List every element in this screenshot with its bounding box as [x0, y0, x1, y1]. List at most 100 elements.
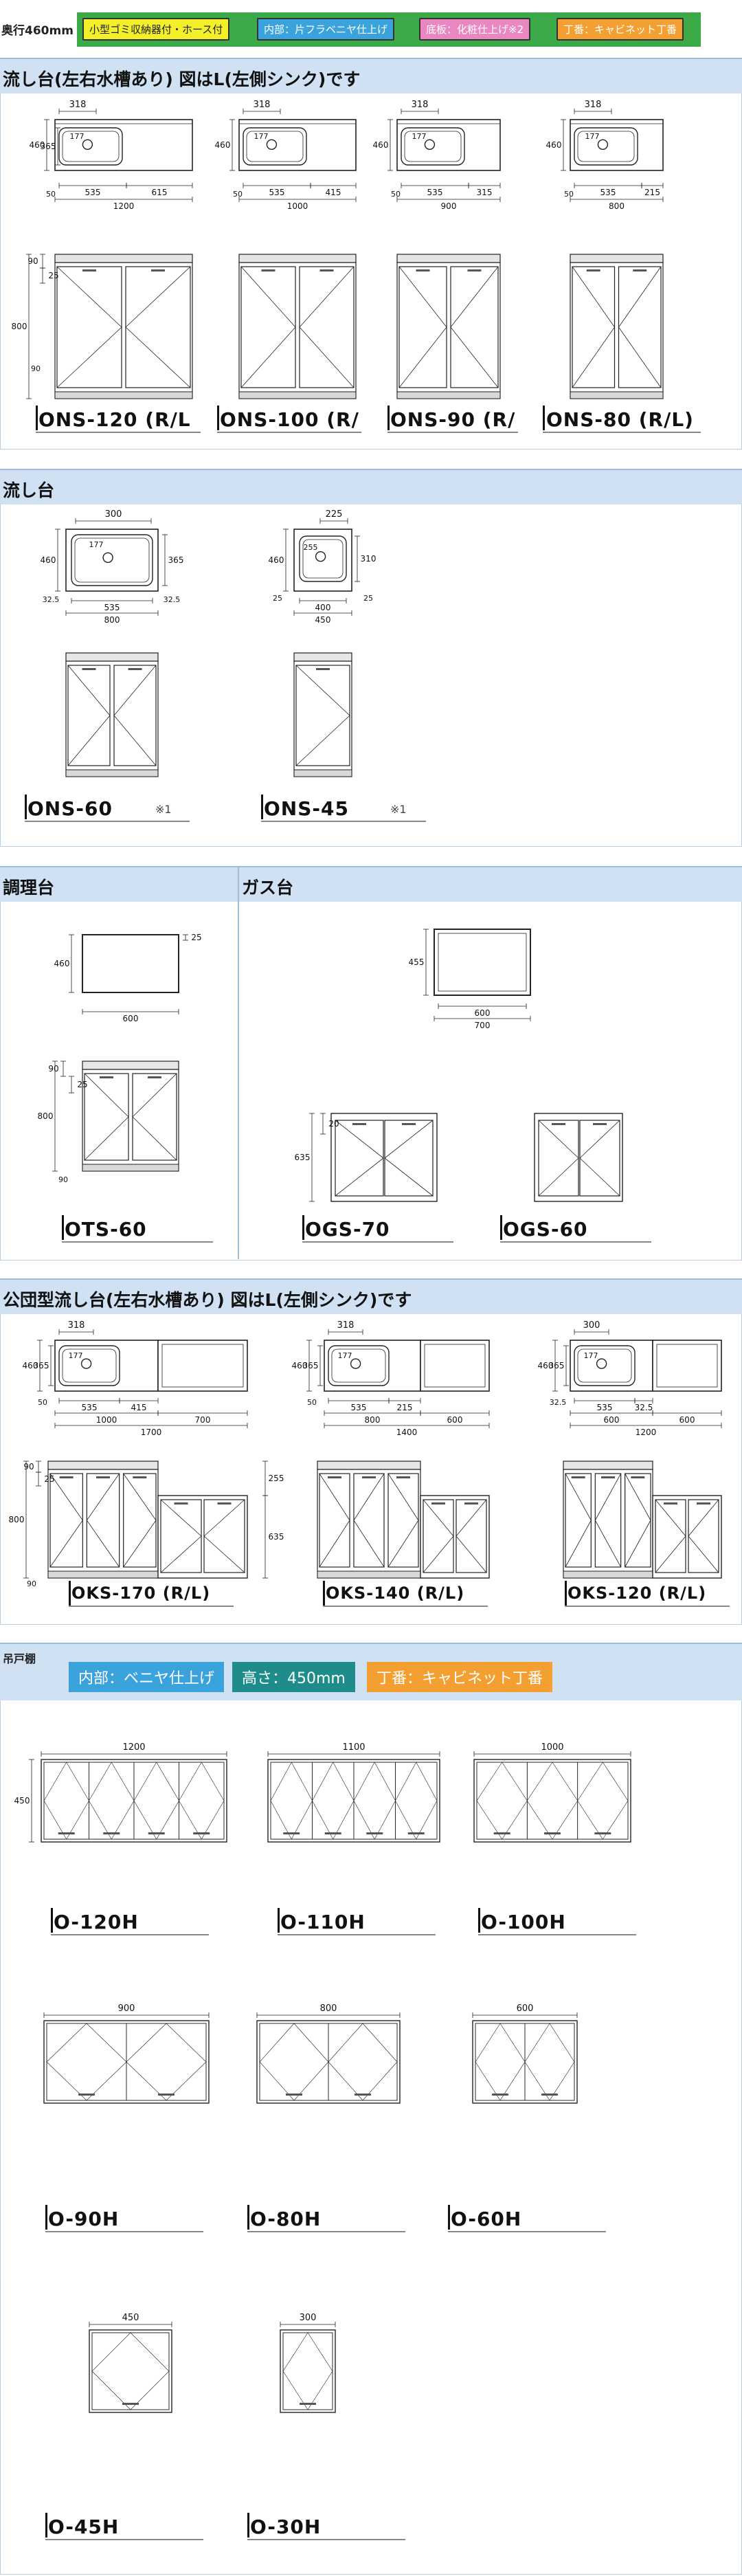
drawing-line [579, 1157, 620, 1197]
dimension-label: 800 [609, 201, 625, 211]
model-bar [247, 2205, 249, 2230]
drawing-line [353, 1762, 375, 1801]
door-handle [352, 1123, 366, 1125]
dimension-label: 450 [14, 1796, 30, 1806]
dimension-label: 1200 [636, 1428, 657, 1437]
section4-band: 公団型流し台(左右水槽あり) 図はL(左側シンク)です [0, 1278, 742, 1314]
drawing-line [203, 1535, 245, 1573]
cabinet-door [125, 266, 191, 388]
door-handle [151, 269, 165, 271]
section3-band: 調理台 ガス台 [0, 866, 742, 903]
cabinet-door [387, 1473, 419, 1568]
dimension-label: 50 [564, 190, 574, 199]
cabinet-door [618, 266, 662, 388]
s2-model-1: ONS-60 [27, 797, 113, 820]
drain-icon [350, 1358, 361, 1369]
dimension-label: 535 [597, 1403, 613, 1412]
dimension-label: 310 [361, 554, 376, 564]
drawing-line [67, 715, 111, 766]
drawing-line [594, 1473, 622, 1521]
s5-tag-hinge: 丁番：キャビネット丁番 [367, 1662, 553, 1692]
dimension-label: 535 [82, 1403, 98, 1412]
door-handle [633, 269, 647, 271]
dimension-label: 615 [152, 188, 168, 197]
dimension-label: 50 [233, 190, 243, 199]
door-handle [158, 2094, 175, 2096]
s5-model-8: O-30H [250, 2516, 322, 2538]
cabinet-plinth [563, 1570, 653, 1579]
drawing-line [160, 1499, 202, 1537]
sink-bowl [401, 127, 465, 166]
drawing-line [398, 326, 447, 388]
drawing-line [319, 1473, 350, 1521]
dimension-label: 535 [85, 188, 101, 197]
drawing-line [475, 2023, 501, 2063]
s4-model-2: OKS-140 (R/L) [326, 1584, 465, 1603]
work-top-plan-inner [424, 1344, 486, 1388]
door-handle [416, 269, 430, 271]
drawing-line [307, 2332, 333, 2372]
dimension-label: 460 [373, 140, 389, 150]
sink-bowl [299, 535, 347, 582]
cabinet-door [335, 1120, 384, 1197]
door-handle [664, 1502, 677, 1504]
drawing-line [577, 1762, 603, 1801]
drawing-line [618, 326, 662, 388]
s5-tag-height: 高さ：450mm [232, 1662, 355, 1692]
dimension-label: 318 [254, 100, 271, 110]
dimension-label: 50 [38, 1398, 47, 1407]
dimension-label: 600 [447, 1415, 463, 1425]
drawing-line [291, 1762, 313, 1801]
door-handle [593, 1123, 607, 1125]
drawing-line [299, 266, 355, 328]
cabinet-door [423, 1499, 454, 1573]
model-line [387, 432, 518, 433]
dimension-label: 1100 [342, 1742, 365, 1753]
dimension-label: 90 [27, 256, 38, 266]
header: 奥行460mm 小型ゴミ収納器付・ホース付 内部：片フラベニヤ仕上げ 底板：化粧… [0, 0, 742, 55]
dimension-label: 177 [338, 1351, 352, 1360]
dimension-label: 90 [27, 1579, 36, 1588]
model-line [45, 2231, 203, 2232]
dimension-label: 800 [365, 1415, 381, 1425]
drawing-line [89, 1762, 112, 1801]
section1-band: 流し台(左右水槽あり) 図はL(左側シンク)です [0, 58, 742, 93]
dimension-label: 32.5 [550, 1398, 567, 1407]
model-line [51, 1934, 209, 1935]
section3-column-divider [238, 902, 239, 1259]
sink-bowl [58, 1345, 120, 1386]
dimension-label: 400 [315, 603, 331, 612]
door-handle [601, 1476, 615, 1478]
s5-model-2: O-110H [280, 1911, 366, 1933]
dimension-label: 90 [58, 1175, 68, 1184]
drawing-line [126, 2023, 167, 2063]
model-bar [500, 1215, 502, 1240]
door-handle [103, 1832, 120, 1834]
model-bar [387, 406, 390, 430]
dimension-label: 50 [307, 1398, 317, 1407]
model-line [45, 2539, 203, 2540]
counter-top [563, 1461, 653, 1470]
model-bar [247, 2513, 249, 2538]
dimension-label: 535 [600, 188, 616, 197]
sink-bowl [243, 127, 307, 166]
drawing-line [282, 2332, 308, 2372]
dimension-label: 600 [517, 2003, 534, 2014]
sink-bowl-inner [331, 1348, 386, 1383]
cabinet-door [160, 1499, 202, 1573]
model-line [323, 1606, 488, 1607]
dimension-label: 450 [122, 2313, 139, 2323]
cabinet-door [84, 1073, 129, 1161]
drawing-line [295, 715, 350, 766]
drawing-line [125, 326, 191, 388]
door-handle [217, 1502, 232, 1504]
model-bar [69, 1581, 71, 1606]
door-handle [82, 269, 96, 271]
drawing-line [395, 1762, 417, 1801]
counter-top [47, 1461, 159, 1470]
dimension-label: 90 [48, 1064, 58, 1074]
depth-label: 奥行460mm [1, 24, 74, 38]
drawing-line [450, 266, 499, 328]
drawing-line [618, 266, 662, 328]
